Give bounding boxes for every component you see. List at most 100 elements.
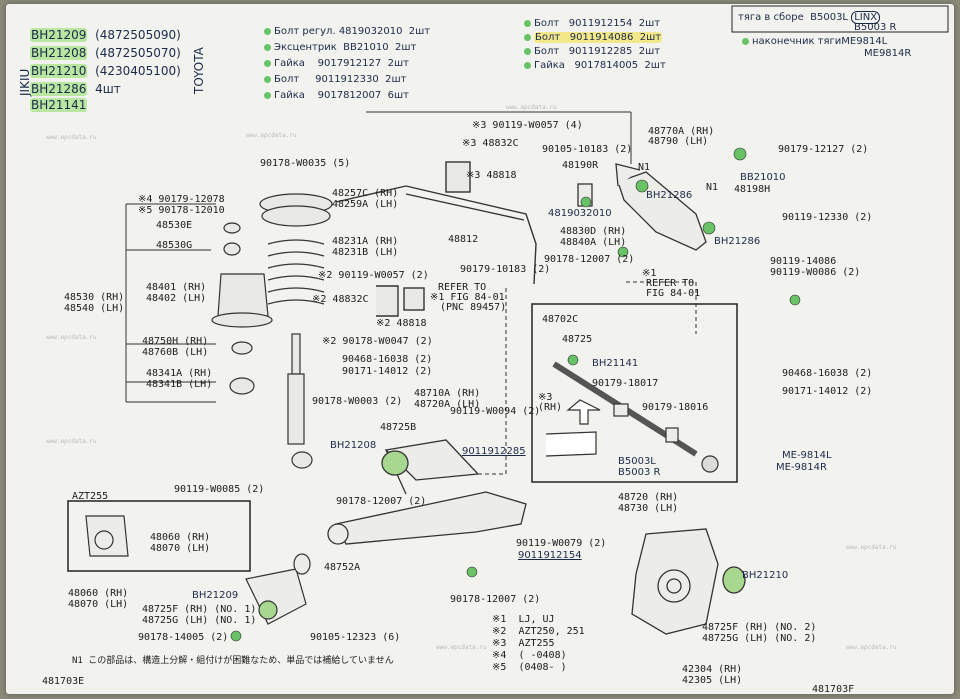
- part-label: 48530 (RH): [64, 292, 125, 303]
- watermark: www.epcdata.ru: [246, 132, 297, 139]
- list-item: Гайка 9017812007 6шт: [264, 90, 409, 101]
- part-label: 48341B (LH): [146, 379, 213, 390]
- part-label: 48257C (RH): [332, 188, 399, 199]
- figure-code-left: 481703E: [42, 676, 85, 687]
- hand-note: BH21208: [330, 440, 377, 451]
- part-label: 90171-14012 (2): [342, 366, 433, 377]
- watermark: www.epcdata.ru: [506, 104, 557, 111]
- part-label: 90178-W0003 (2): [312, 396, 403, 407]
- part-label: 90179-18016: [642, 402, 709, 413]
- part-label: 48770A (RH): [648, 126, 715, 137]
- part-label: 90179-12127 (2): [778, 144, 869, 155]
- part-label: 48231B (LH): [332, 247, 399, 258]
- legend-item: ※5 (0408- ): [492, 662, 567, 673]
- hand-note: 9011912154: [518, 550, 582, 561]
- part-label: ※5 90178-12010: [138, 205, 225, 216]
- part-label: 48401 (RH): [146, 282, 207, 293]
- watermark: www.epcdata.ru: [46, 134, 97, 141]
- green-dot-icon: [742, 37, 749, 45]
- note-marker: N1: [706, 182, 719, 193]
- rod-assembly-code-r: B5003 R: [854, 22, 897, 33]
- part-label: 90468-16038 (2): [342, 354, 433, 365]
- part-label: 90178-12007 (2): [450, 594, 541, 605]
- part-label: 48231A (RH): [332, 236, 399, 247]
- list-item: BH21286 4шт: [30, 82, 121, 96]
- hand-note: BH21286: [646, 190, 693, 201]
- part-label: ※3 48832C: [462, 138, 519, 149]
- list-item: Болт регул. 4819032010 2шт: [264, 26, 430, 37]
- hand-note: ME-9814R: [776, 462, 827, 473]
- list-item: BH21141: [30, 98, 88, 112]
- part-label: ※2 48818: [376, 318, 427, 329]
- hand-note: BH21286: [714, 236, 761, 247]
- part-label: 48830D (RH): [560, 226, 627, 237]
- list-item: Болт 9011914086 2шт: [524, 32, 663, 43]
- part-label: 48725B: [380, 422, 417, 433]
- list-item: Болт 9011912285 2шт: [524, 46, 660, 57]
- hand-note: 4819032010: [548, 208, 612, 219]
- green-dot-icon: [524, 19, 531, 27]
- watermark: www.epcdata.ru: [46, 334, 97, 341]
- part-label: ※2 48832C: [312, 294, 369, 305]
- hand-note: BH21209: [192, 590, 239, 601]
- list-item: Гайка 9017814005 2шт: [524, 60, 666, 71]
- part-label: 48070 (LH): [150, 543, 211, 554]
- side-label-right: TOYOTA: [192, 47, 206, 94]
- part-label: 90105-12323 (6): [310, 632, 401, 643]
- green-dot-icon: [264, 27, 271, 35]
- part-label: 42305 (LH): [682, 675, 743, 686]
- part-label: ※3: [538, 392, 553, 403]
- part-label: ※3 48818: [466, 170, 517, 181]
- part-label: 48720A (LH): [414, 399, 481, 410]
- part-label: 90105-10183 (2): [542, 144, 633, 155]
- legend-item: ※4 ( -0408): [492, 650, 567, 661]
- part-label: 90178-12007 (2): [336, 496, 427, 507]
- hand-note: BB21010: [740, 172, 786, 183]
- list-item: Гайка 9017912127 2шт: [264, 58, 409, 69]
- part-label: 90119-W0094 (2): [450, 406, 541, 417]
- legend-item: ※2 AZT250, 251: [492, 626, 585, 637]
- part-label: 48060 (RH): [68, 588, 129, 599]
- part-label: ※4 90179-12078: [138, 194, 225, 205]
- list-item: Болт 9011912154 2шт: [524, 18, 660, 29]
- diagram-sheet: JIKIU TOYOTA BH21209 (4872505090) BH2120…: [6, 4, 954, 695]
- part-label: ※2 90178-W0047 (2): [322, 336, 433, 347]
- part-label: 48530E: [156, 220, 193, 231]
- note-marker: N1: [638, 162, 651, 173]
- part-label: 48725: [562, 334, 593, 345]
- part-label: 90178-14005 (2): [138, 632, 229, 643]
- part-label: 90179-10183 (2): [460, 264, 551, 275]
- part-label: FIG 84-01: [646, 288, 701, 299]
- watermark: www.epcdata.ru: [846, 644, 897, 651]
- hand-note: B5003L: [618, 456, 656, 467]
- part-label: (PNC 89457): [440, 302, 507, 313]
- part-label: 48752A: [324, 562, 361, 573]
- green-dot-icon: [264, 59, 271, 67]
- green-dot-icon: [264, 91, 271, 99]
- part-label: 48720 (RH): [618, 492, 679, 503]
- part-label: 90119-W0086 (2): [770, 267, 861, 278]
- list-item: Болт 9011912330 2шт: [264, 74, 406, 85]
- part-label: 48060 (RH): [150, 532, 211, 543]
- footnote: N1 この部品は、構造上分解・組付けが困難なため、単品では補給していません: [72, 656, 394, 666]
- green-dot-icon: [524, 61, 531, 69]
- part-label: ※1 FIG 84-01: [430, 292, 505, 303]
- part-label: 48760B (LH): [142, 347, 209, 358]
- part-label: AZT255: [72, 491, 109, 502]
- part-label: 48790 (LH): [648, 136, 709, 147]
- part-label: 90179-18017: [592, 378, 659, 389]
- part-label: 48710A (RH): [414, 388, 481, 399]
- part-label: 90468-16038 (2): [782, 368, 873, 379]
- green-dot-icon: [264, 75, 271, 83]
- part-label: 48190R: [562, 160, 599, 171]
- part-label: 90119-12330 (2): [782, 212, 873, 223]
- part-label: ※1: [642, 268, 657, 279]
- part-label: REFER TO: [438, 282, 487, 293]
- part-label: 48725F (RH) (NO. 2): [702, 622, 817, 633]
- list-item: BH21210 (4230405100): [30, 64, 181, 78]
- part-label: 90119-W0079 (2): [516, 538, 607, 549]
- tie-rod-end-note: наконечник тягиME9814L: [742, 36, 887, 47]
- watermark: www.epcdata.ru: [436, 644, 487, 651]
- part-label: ※2 90119-W0057 (2): [318, 270, 429, 281]
- part-label: 48725F (RH) (NO. 1): [142, 604, 257, 615]
